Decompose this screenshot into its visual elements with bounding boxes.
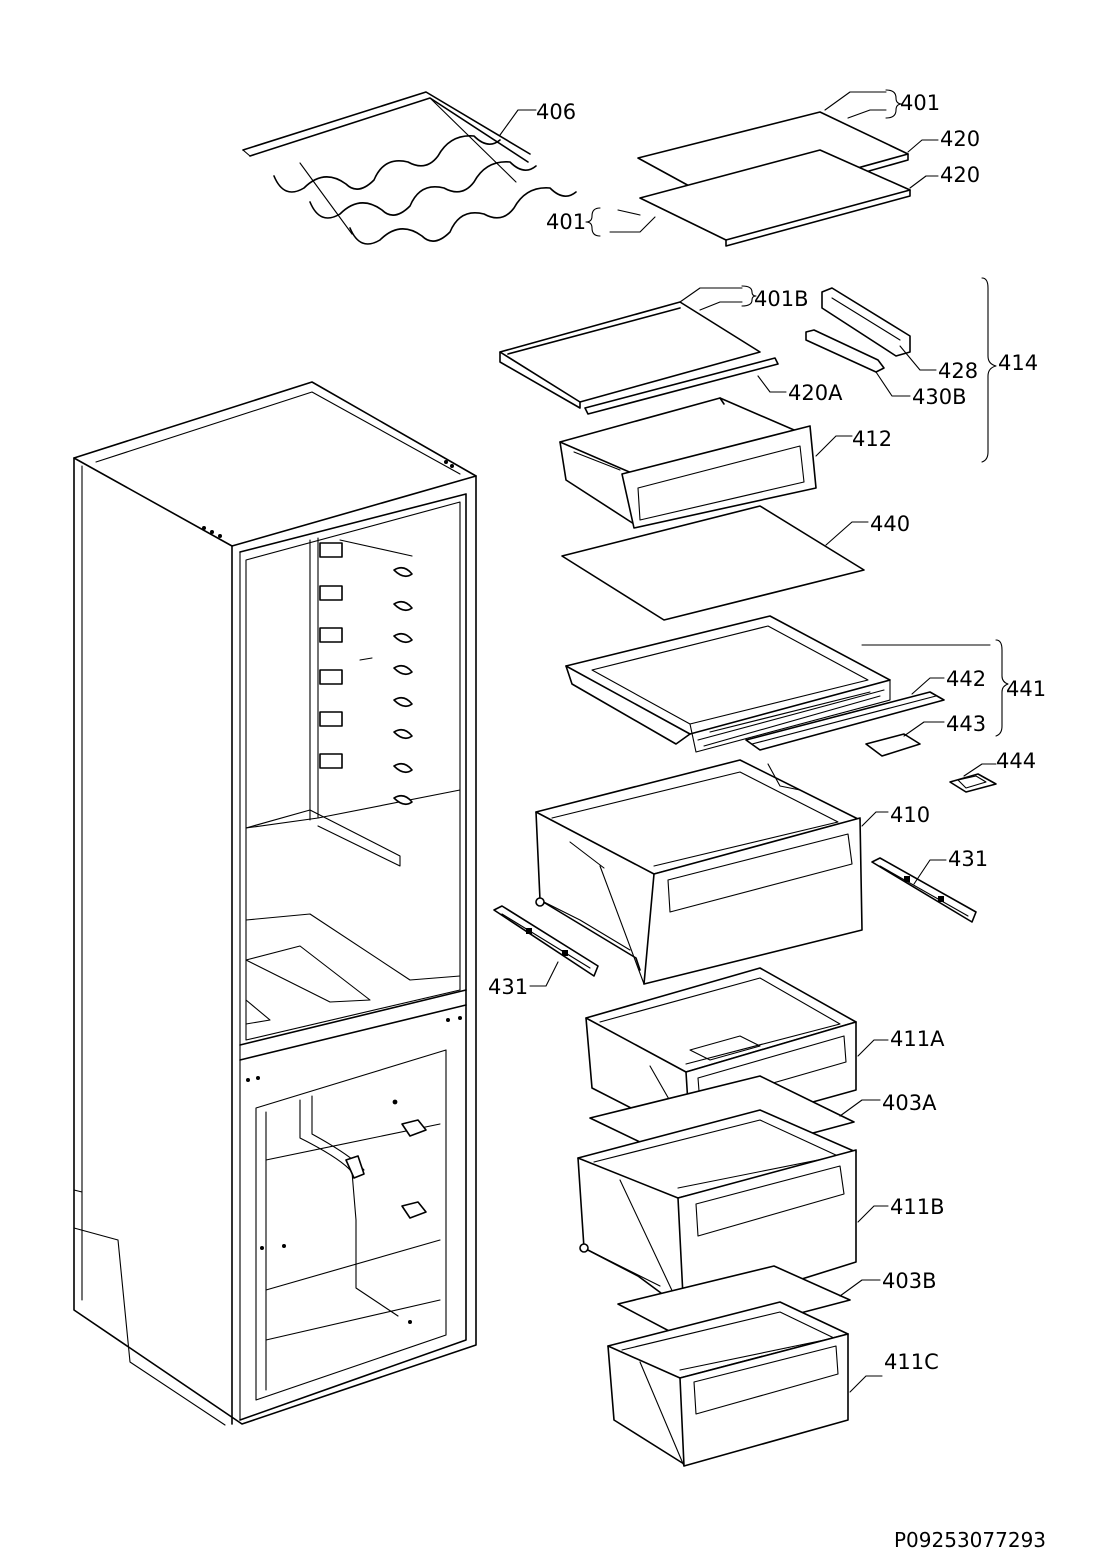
label-442: 442 [946, 667, 986, 691]
fridge-cabinet [73, 381, 477, 1426]
label-441: 441 [1006, 677, 1046, 701]
drawing-code: P09253077293 [894, 1528, 1047, 1552]
label-420A: 420A [788, 381, 843, 405]
part-441-cover-frame [565, 615, 1009, 757]
label-414: 414 [998, 351, 1038, 375]
shelf-support-column [319, 542, 343, 769]
label-403A: 403A [882, 1091, 937, 1115]
label-403B: 403B [882, 1269, 937, 1293]
label-420-upper: 420 [940, 127, 980, 151]
part-414-group [499, 277, 997, 529]
label-443: 443 [946, 712, 986, 736]
part-420-glass-shelves [585, 89, 939, 247]
part-406-wine-rack [242, 91, 577, 245]
label-401-top: 401 [900, 91, 940, 115]
label-410: 410 [890, 803, 930, 827]
part-411B-drawer [577, 1109, 889, 1317]
part-411C-drawer [607, 1301, 883, 1467]
label-440: 440 [870, 512, 910, 536]
label-401-left: 401 [546, 210, 586, 234]
part-440-glass [561, 505, 869, 621]
part-444 [949, 763, 997, 793]
label-412: 412 [852, 427, 892, 451]
label-430B: 430B [912, 385, 967, 409]
label-401B: 401B [754, 287, 809, 311]
label-411B: 411B [890, 1195, 945, 1219]
label-431-right: 431 [948, 847, 988, 871]
rear-wall-clips [393, 566, 413, 806]
label-411A: 411A [890, 1027, 945, 1051]
label-420-lower: 420 [940, 163, 980, 187]
label-431-left: 431 [488, 975, 528, 999]
label-444: 444 [996, 749, 1036, 773]
label-406: 406 [536, 100, 576, 124]
label-411C: 411C [884, 1350, 939, 1374]
part-labels: 406 401 420 420 401 401B 428 414 430B 42… [488, 91, 1046, 1374]
label-428: 428 [938, 359, 978, 383]
part-431-left-rail [493, 905, 599, 987]
part-431-right-rail [871, 857, 977, 923]
part-410-crisper-drawer [535, 759, 889, 985]
part-403B-glass [617, 1265, 881, 1343]
